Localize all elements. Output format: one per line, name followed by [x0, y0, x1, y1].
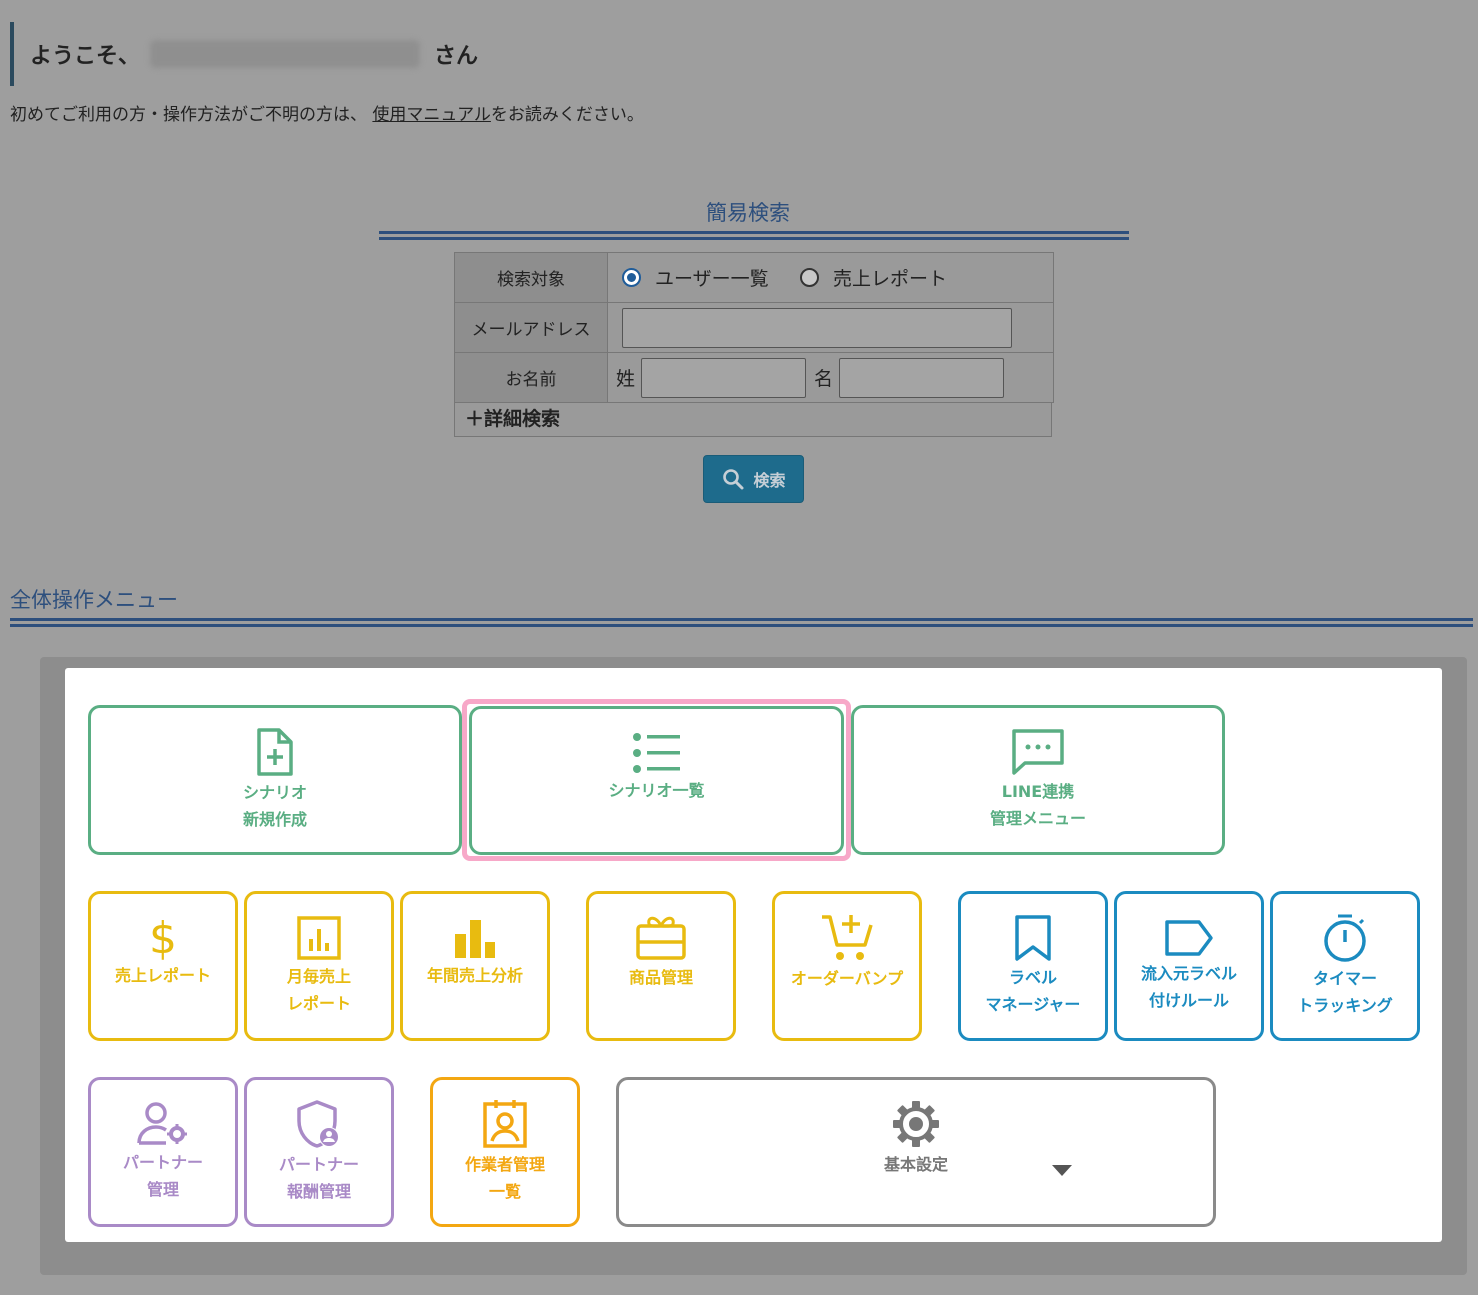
welcome-heading: ようこそ、 さん [10, 22, 478, 86]
bar-chart-icon [455, 920, 495, 958]
tile-label: 新規作成 [242, 810, 307, 829]
chevron-down-icon[interactable] [1052, 1165, 1072, 1176]
shield-user-icon [297, 1100, 339, 1148]
radio-sales-report[interactable]: 売上レポート [800, 264, 947, 291]
tag-icon [1165, 920, 1213, 956]
radio-user-list-label: ユーザー一覧 [655, 267, 769, 290]
email-input[interactable] [622, 307, 1012, 348]
tile-label: 管理メニュー [989, 809, 1086, 828]
tile-label: 売上レポート [114, 966, 211, 985]
tile-label: LINE連携 [1001, 782, 1075, 801]
list-icon [632, 732, 680, 773]
cart-plus-icon [822, 915, 873, 960]
search-title-underline [379, 231, 1129, 240]
tile-label: 管理 [146, 1180, 179, 1199]
file-plus-icon [257, 728, 293, 776]
search-button[interactable]: 検索 [703, 455, 804, 503]
tile-label: 年間売上分析 [426, 966, 523, 985]
label-manager-tile[interactable]: ラベル マネージャー [958, 891, 1108, 1041]
intro-before: 初めてご利用の方・操作方法がご不明の方は、 [10, 105, 373, 125]
id-badge-icon [483, 1100, 527, 1148]
target-label: 検索対象 [454, 252, 608, 303]
first-name-input[interactable] [839, 357, 1005, 398]
tile-label: パートナー [122, 1153, 203, 1172]
gift-card-icon [636, 916, 686, 960]
sales-report-tile[interactable]: $ 売上レポート [88, 891, 238, 1041]
tile-label: シナリオ [242, 783, 307, 802]
intro-after: をお読みください。 [490, 105, 644, 125]
blurred-username [150, 40, 421, 68]
tile-label: パートナー [278, 1155, 359, 1174]
tile-label: 月毎売上 [286, 967, 351, 986]
partner-reward-tile[interactable]: パートナー 報酬管理 [244, 1077, 394, 1227]
intro-text: 初めてご利用の方・操作方法がご不明の方は、 使用マニュアルをお読みください。 [10, 100, 644, 125]
user-gear-icon [137, 1102, 187, 1145]
order-bump-tile[interactable]: オーダーバンプ [772, 891, 922, 1041]
tile-label: 基本設定 [883, 1155, 948, 1174]
stopwatch-icon [1324, 914, 1366, 962]
tile-label: オーダーバンプ [790, 969, 904, 988]
dollar-icon: $ [149, 913, 177, 964]
source-label-tile[interactable]: 流入元ラベル 付けルール [1114, 891, 1264, 1041]
monthly-sales-tile[interactable]: 月毎売上 レポート [244, 891, 394, 1041]
bar-chart-box-icon [297, 916, 341, 960]
partner-tile[interactable]: パートナー 管理 [88, 1077, 238, 1227]
timer-tile[interactable]: タイマー トラッキング [1270, 891, 1420, 1041]
tile-label: ラベル [1008, 968, 1057, 987]
last-name-label: 姓 [616, 368, 636, 390]
tile-label: 作業者管理 [464, 1155, 545, 1174]
scenario-list-tile[interactable]: シナリオ一覧 [469, 706, 844, 855]
settings-tile[interactable]: 基本設定 [616, 1077, 1216, 1227]
gear-icon [893, 1101, 939, 1147]
search-button-label: 検索 [753, 471, 786, 490]
advanced-search-toggle[interactable]: ＋詳細検索 [454, 403, 1052, 437]
search-form: 検索対象 ユーザー一覧 売上レポート メールアドレス お名前 姓 名 [454, 252, 1054, 403]
products-tile[interactable]: 商品管理 [586, 891, 736, 1041]
menu-title: 全体操作メニュー [10, 588, 178, 612]
line-tile[interactable]: LINE連携 管理メニュー [851, 705, 1225, 855]
worker-tile[interactable]: 作業者管理 一覧 [430, 1077, 580, 1227]
selected-tile-highlight [462, 699, 851, 861]
tile-label: 付けルール [1148, 991, 1229, 1010]
radio-dot [800, 267, 820, 287]
search-icon [723, 469, 744, 490]
name-label: お名前 [454, 352, 608, 403]
tile-label: レポート [286, 994, 351, 1013]
chat-icon [1012, 729, 1064, 775]
first-name-label: 名 [814, 368, 834, 390]
scenario-new-tile[interactable]: シナリオ 新規作成 [88, 705, 462, 855]
tile-label: 報酬管理 [286, 1182, 351, 1201]
search-title: 簡易検索 [706, 201, 790, 225]
tile-label: タイマー [1312, 969, 1377, 988]
last-name-input[interactable] [641, 357, 807, 398]
email-label: メールアドレス [454, 302, 608, 353]
tile-label: シナリオ一覧 [608, 780, 705, 800]
radio-sales-report-label: 売上レポート [833, 267, 948, 290]
menu-title-underline [10, 618, 1473, 627]
tile-label: 商品管理 [628, 968, 693, 987]
bookmark-icon [1015, 915, 1051, 961]
annual-sales-tile[interactable]: 年間売上分析 [400, 891, 550, 1041]
radio-user-list[interactable]: ユーザー一覧 [622, 264, 769, 291]
tile-label: 流入元ラベル [1140, 964, 1237, 983]
tile-label: 一覧 [488, 1182, 521, 1201]
welcome-prefix: ようこそ、 [30, 44, 141, 69]
manual-link[interactable]: 使用マニュアル [372, 105, 491, 125]
radio-dot-selected [622, 267, 641, 287]
tile-label: トラッキング [1297, 996, 1393, 1015]
welcome-suffix: さん [434, 44, 479, 69]
tile-label: マネージャー [985, 995, 1081, 1014]
